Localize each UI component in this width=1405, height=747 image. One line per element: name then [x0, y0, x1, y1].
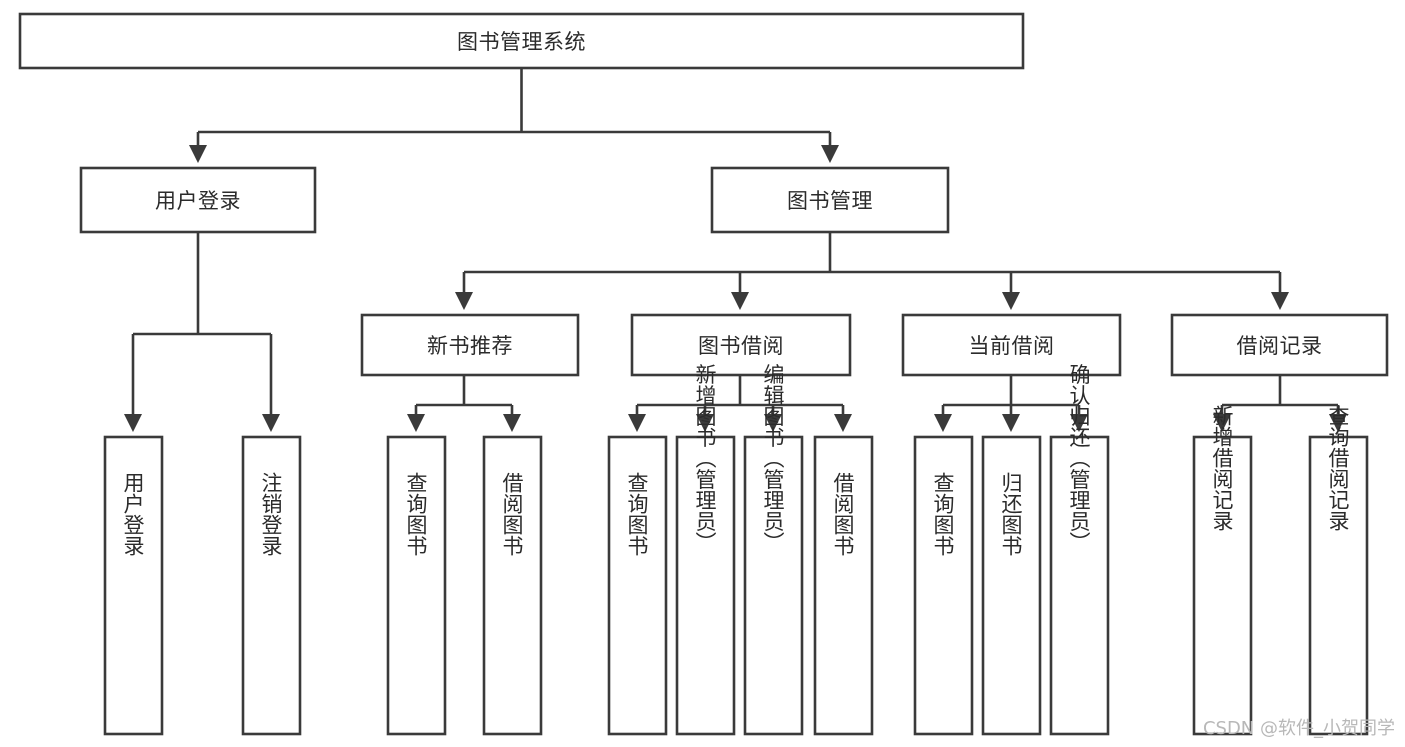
leaf-13-label: 查询借阅记录 — [1326, 405, 1350, 531]
leaf-12-label: 新增借阅记录 — [1210, 405, 1234, 531]
new-book-rec-box[interactable] — [360, 313, 580, 377]
book-manage-box[interactable] — [710, 166, 950, 234]
leaf-6-box[interactable] — [675, 435, 736, 736]
node-leaf-4[interactable]: 借阅图书 — [482, 435, 543, 736]
leaf-10-box[interactable] — [981, 435, 1042, 736]
node-current-borrow[interactable]: 当前借阅 — [901, 313, 1122, 377]
leaf-4-box[interactable] — [482, 435, 543, 736]
leaf-6-label: 新增图书（管理员） — [693, 364, 717, 553]
user-login-box[interactable] — [79, 166, 317, 234]
leaf-8-box[interactable] — [813, 435, 874, 736]
borrow-record-label: 借阅记录 — [1237, 334, 1323, 358]
node-root[interactable]: 图书管理系统 — [18, 12, 1025, 70]
node-leaf-12[interactable]: 新增借阅记录 — [1192, 405, 1253, 736]
node-leaf-8[interactable]: 借阅图书 — [813, 435, 874, 736]
leaf-13-box[interactable] — [1308, 435, 1369, 736]
root-label: 图书管理系统 — [457, 30, 586, 54]
leaf-7-box[interactable] — [743, 435, 804, 736]
node-leaf-13[interactable]: 查询借阅记录 — [1308, 405, 1369, 736]
new-book-rec-label: 新书推荐 — [427, 334, 513, 358]
node-book-borrow[interactable]: 图书借阅 — [630, 313, 852, 377]
csdn-watermark: CSDN @软件_小贺同学 — [1203, 718, 1395, 739]
leaf-7-label: 编辑图书（管理员） — [761, 364, 785, 553]
leaf-12-box[interactable] — [1192, 435, 1253, 736]
root-box[interactable] — [18, 12, 1025, 70]
leaf-9-box[interactable] — [913, 435, 974, 736]
user-login-label: 用户登录 — [155, 189, 241, 213]
leaf-10-label: 归还图书 — [999, 472, 1023, 556]
node-leaf-2[interactable]: 注销登录 — [241, 435, 302, 736]
leaf-8-label: 借阅图书 — [831, 472, 855, 556]
leaf-2-label: 注销登录 — [259, 472, 283, 556]
leaf-3-label: 查询图书 — [404, 472, 428, 556]
node-leaf-1[interactable]: 用户登录 — [103, 435, 164, 736]
node-leaf-10[interactable]: 归还图书 — [981, 435, 1042, 736]
node-borrow-record[interactable]: 借阅记录 — [1170, 313, 1389, 377]
leaf-11-box[interactable] — [1049, 435, 1110, 736]
current-borrow-label: 当前借阅 — [969, 334, 1055, 358]
borrow-record-box[interactable] — [1170, 313, 1389, 377]
leaf-4-label: 借阅图书 — [500, 472, 524, 556]
node-new-book-rec[interactable]: 新书推荐 — [360, 313, 580, 377]
current-borrow-box[interactable] — [901, 313, 1122, 377]
node-leaf-6[interactable]: 新增图书（管理员） — [675, 364, 736, 736]
leaf-1-label: 用户登录 — [121, 472, 145, 556]
leaf-3-box[interactable] — [386, 435, 447, 736]
book-manage-label: 图书管理 — [787, 189, 873, 213]
leaf-5-label: 查询图书 — [625, 472, 649, 556]
node-book-manage[interactable]: 图书管理 — [710, 166, 950, 234]
leaf-9-label: 查询图书 — [931, 472, 955, 556]
connector-layer — [123, 68, 1348, 433]
node-user-login[interactable]: 用户登录 — [79, 166, 317, 234]
node-leaf-5[interactable]: 查询图书 — [607, 435, 668, 736]
node-leaf-11[interactable]: 确认归还（管理员） — [1049, 364, 1110, 736]
node-leaf-9[interactable]: 查询图书 — [913, 435, 974, 736]
leaf-2-box[interactable] — [241, 435, 302, 736]
book-borrow-box[interactable] — [630, 313, 852, 377]
node-leaf-7[interactable]: 编辑图书（管理员） — [743, 364, 804, 736]
leaf-1-box[interactable] — [103, 435, 164, 736]
node-leaf-3[interactable]: 查询图书 — [386, 435, 447, 736]
leaf-5-box[interactable] — [607, 435, 668, 736]
book-borrow-label: 图书借阅 — [698, 334, 784, 358]
leaf-11-label: 确认归还（管理员） — [1067, 364, 1091, 553]
